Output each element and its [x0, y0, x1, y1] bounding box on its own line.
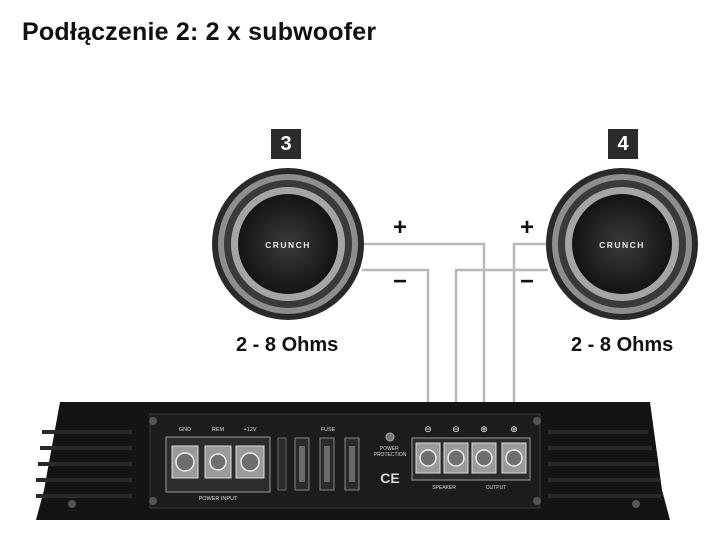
label-speaker: SPEAKER [432, 485, 456, 491]
speaker-terminal-3 [471, 442, 497, 474]
fuse-side [277, 437, 287, 491]
speaker-4-brand: CRUNCH [599, 240, 645, 250]
power-terminal-12v [235, 445, 265, 479]
speaker-3-plus-sign: + [393, 214, 408, 241]
power-terminal-rem [204, 445, 232, 479]
label-output: OUTPUT [486, 485, 507, 491]
subwoofer-4: CRUNCH [546, 168, 698, 320]
polarity-3: ⊕ [480, 425, 488, 435]
power-terminal-gnd [171, 445, 199, 479]
subwoofer-3: CRUNCH [212, 168, 364, 320]
speaker-4-impedance: 2 - 8 Ohms [571, 334, 674, 356]
amplifier: GND REM +12V POWER INPUT FUSE POWER PROT… [36, 402, 670, 520]
speaker-3-impedance: 2 - 8 Ohms [236, 334, 339, 356]
speaker-terminal-2 [443, 442, 469, 474]
speaker-4-number-badge: 4 [608, 129, 638, 159]
polarity-2: ⊖ [452, 425, 460, 435]
wire-spk4-minus [454, 268, 548, 420]
label-protection: PROTECTION [374, 452, 407, 458]
label-power: POWER [380, 446, 399, 452]
speaker-4-plus-sign: + [520, 214, 535, 241]
wire-spk4-plus [512, 242, 548, 420]
label-gnd: GND [179, 427, 191, 433]
speaker-terminal-4 [501, 442, 527, 474]
label-fuse: FUSE [321, 427, 336, 433]
fuse-1 [294, 437, 310, 491]
label-rem: REM [212, 427, 225, 433]
wire-spk3-plus [362, 242, 486, 420]
polarity-1: ⊖ [424, 425, 432, 435]
speaker-3-brand: CRUNCH [265, 240, 311, 250]
fuse-3 [344, 437, 360, 491]
wire-spk3-minus [362, 268, 430, 420]
fuse-2 [319, 437, 335, 491]
speaker-terminal-1 [415, 442, 441, 474]
speaker-3-number-badge: 3 [271, 129, 301, 159]
ce-mark: CE [380, 470, 399, 486]
label-power-input: POWER INPUT [199, 496, 238, 502]
power-protection-led [385, 432, 395, 442]
wires [362, 242, 548, 420]
label-power-protection: POWER PROTECTION [374, 446, 407, 458]
polarity-4: ⊕ [510, 425, 518, 435]
speaker-3-minus-sign: − [393, 268, 408, 295]
label-12v: +12V [244, 427, 257, 433]
diagram-title: Podłączenie 2: 2 x subwoofer [22, 18, 377, 46]
speaker-4-minus-sign: − [520, 268, 535, 295]
